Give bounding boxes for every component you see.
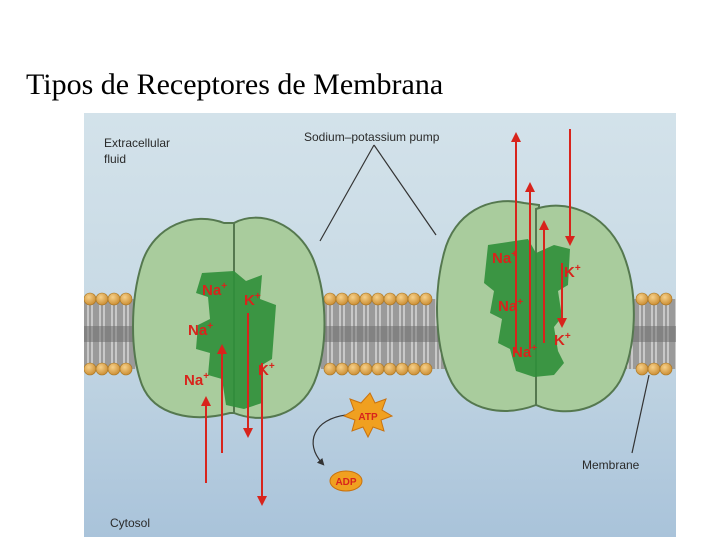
k-ion-label: K — [554, 332, 565, 349]
svg-text:Na+: Na+ — [492, 249, 517, 267]
na-ion-label: Na — [202, 282, 222, 299]
lipid-head — [84, 292, 97, 306]
plus-sign: + — [221, 281, 227, 292]
svg-text:Na+: Na+ — [498, 297, 523, 315]
atp-molecule: ATP — [342, 392, 394, 439]
slide-title: Tipos de Receptores de Membrana — [26, 68, 444, 101]
lipid-head — [347, 292, 361, 306]
pump-left-channel — [196, 271, 276, 409]
lipid-head — [371, 362, 385, 376]
lipid-head — [107, 292, 121, 306]
lipid-head — [383, 362, 397, 376]
pump-right-channel — [484, 239, 570, 377]
na-ion-label: Na — [188, 322, 208, 339]
sodium-potassium-pump-diagram: ATP ADP Na+ Na+ Na+ K+ K+ Na+ Na+ Na+ K+… — [84, 113, 676, 537]
lipid-head — [347, 362, 361, 376]
lipid-head — [383, 292, 397, 306]
atp-to-adp-arrow — [312, 414, 347, 466]
lipid-head — [407, 362, 421, 376]
svg-text:K+: K+ — [258, 361, 275, 379]
svg-text:Na+: Na+ — [512, 343, 537, 361]
lipid-head — [407, 292, 421, 306]
lipid-head — [647, 362, 661, 376]
lipid-head — [359, 292, 373, 306]
plus-sign: + — [511, 249, 517, 260]
plus-sign: + — [255, 291, 261, 302]
na-ion-label: Na — [512, 344, 532, 361]
cytosol-label: Cytosol — [110, 516, 150, 530]
adp-label: ADP — [335, 477, 356, 488]
lipid-head — [635, 292, 649, 306]
membrane-label: Membrane — [582, 458, 640, 472]
lipid-head — [335, 292, 349, 306]
lipid-head — [659, 292, 673, 306]
lipid-head — [335, 362, 349, 376]
k-ion-label: K — [244, 292, 255, 309]
svg-text:Na+: Na+ — [184, 371, 209, 389]
lipid-head — [647, 292, 661, 306]
svg-text:K+: K+ — [564, 263, 581, 281]
lipid-head — [395, 292, 409, 306]
plus-sign: + — [531, 343, 537, 354]
pump-leader-line-left — [319, 144, 375, 242]
lipid-head — [119, 362, 133, 376]
ion-labels-right: Na+ Na+ Na+ K+ K+ — [492, 249, 581, 361]
svg-text:K+: K+ — [244, 291, 261, 309]
lipid-head — [119, 292, 133, 306]
plus-sign: + — [575, 263, 581, 274]
na-ion-label: Na — [492, 250, 512, 267]
lipid-head — [323, 292, 337, 306]
svg-text:K+: K+ — [554, 331, 571, 349]
lipid-head — [395, 362, 409, 376]
lipid-head — [659, 362, 673, 376]
lipid-head — [359, 362, 373, 376]
sodium-potassium-pump-label: Sodium–potassium pump — [304, 130, 440, 144]
lipid-head — [635, 362, 649, 376]
pump-left — [132, 216, 326, 419]
lipid-head — [84, 362, 97, 376]
plus-sign: + — [203, 371, 209, 382]
plus-sign: + — [269, 361, 275, 372]
k-ion-label: K — [564, 264, 575, 281]
atp-label: ATP — [358, 412, 378, 423]
plus-sign: + — [565, 331, 571, 342]
pump-leader-line-right — [373, 144, 437, 236]
svg-text:Na+: Na+ — [202, 281, 227, 299]
lipid-head — [323, 362, 337, 376]
extracellular-fluid-label-line1: Extracellular — [104, 136, 170, 150]
lipid-head — [95, 292, 109, 306]
extracellular-fluid-label-line2: fluid — [104, 152, 126, 166]
pump-right — [436, 200, 635, 413]
lipid-head — [371, 292, 385, 306]
ion-flow-arrows-right — [511, 129, 575, 353]
plus-sign: + — [207, 321, 213, 332]
lipid-head — [419, 362, 433, 376]
plus-sign: + — [517, 297, 523, 308]
ion-flow-arrows-left — [201, 313, 267, 506]
na-ion-label: Na — [184, 372, 204, 389]
membrane-leader-line — [631, 374, 650, 454]
ion-labels-left: Na+ Na+ Na+ K+ K+ — [184, 281, 275, 389]
svg-text:Na+: Na+ — [188, 321, 213, 339]
lipid-head — [95, 362, 109, 376]
k-ion-label: K — [258, 362, 269, 379]
adp-molecule: ADP — [329, 470, 363, 492]
lipid-head — [419, 292, 433, 306]
na-ion-label: Na — [498, 298, 518, 315]
lipid-head — [107, 362, 121, 376]
